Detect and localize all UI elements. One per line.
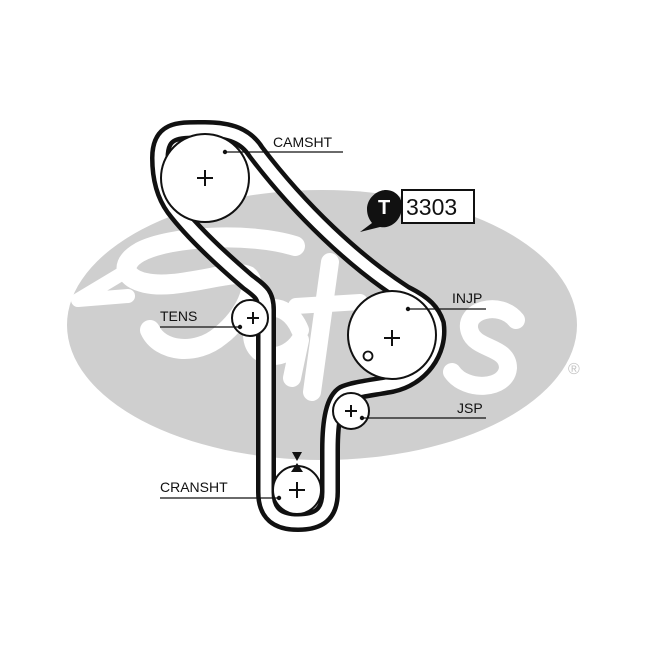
timing-belt bbox=[150, 119, 447, 532]
tensioner-leader-dot bbox=[237, 324, 243, 330]
tensioner-label: TENS bbox=[160, 308, 197, 324]
tensioner-pulley bbox=[231, 299, 269, 337]
timing-pointer-icon bbox=[291, 463, 303, 472]
part-type-letter: T bbox=[378, 197, 390, 219]
jackshaft-leader-dot bbox=[359, 415, 365, 421]
injection-pump-center-cross bbox=[384, 330, 400, 346]
gates-logo-watermark: ® bbox=[67, 190, 580, 460]
camshaft-label: CAMSHT bbox=[273, 134, 333, 150]
crankshaft-label: CRANSHT bbox=[160, 479, 228, 495]
camshaft-pulley bbox=[160, 133, 250, 223]
part-number: 3303 bbox=[406, 194, 457, 220]
part-number-box bbox=[401, 189, 475, 224]
part-number-badge: T 3303 bbox=[360, 189, 475, 232]
camshaft-center-cross bbox=[197, 170, 213, 186]
crankshaft-leader-dot bbox=[276, 495, 282, 501]
crankshaft-center-cross bbox=[289, 482, 305, 498]
injection-pump-pulley bbox=[347, 290, 437, 380]
leader-lines bbox=[160, 149, 486, 501]
tensioner-center-cross bbox=[247, 312, 259, 324]
injection-pump-label: INJP bbox=[452, 290, 482, 306]
jackshaft-center-cross bbox=[345, 405, 357, 417]
belt-inner-line bbox=[154, 124, 442, 528]
timing-mark-dot bbox=[362, 350, 374, 362]
jackshaft-pulley bbox=[332, 392, 370, 430]
jackshaft-label: JSP bbox=[457, 400, 483, 416]
injection-pump-leader-dot bbox=[405, 306, 411, 312]
timing-arrow-icon bbox=[292, 452, 302, 461]
part-type-icon bbox=[360, 190, 402, 232]
camshaft-leader-dot bbox=[222, 149, 228, 155]
crankshaft-pulley bbox=[272, 452, 322, 515]
registered-mark: ® bbox=[568, 361, 580, 378]
